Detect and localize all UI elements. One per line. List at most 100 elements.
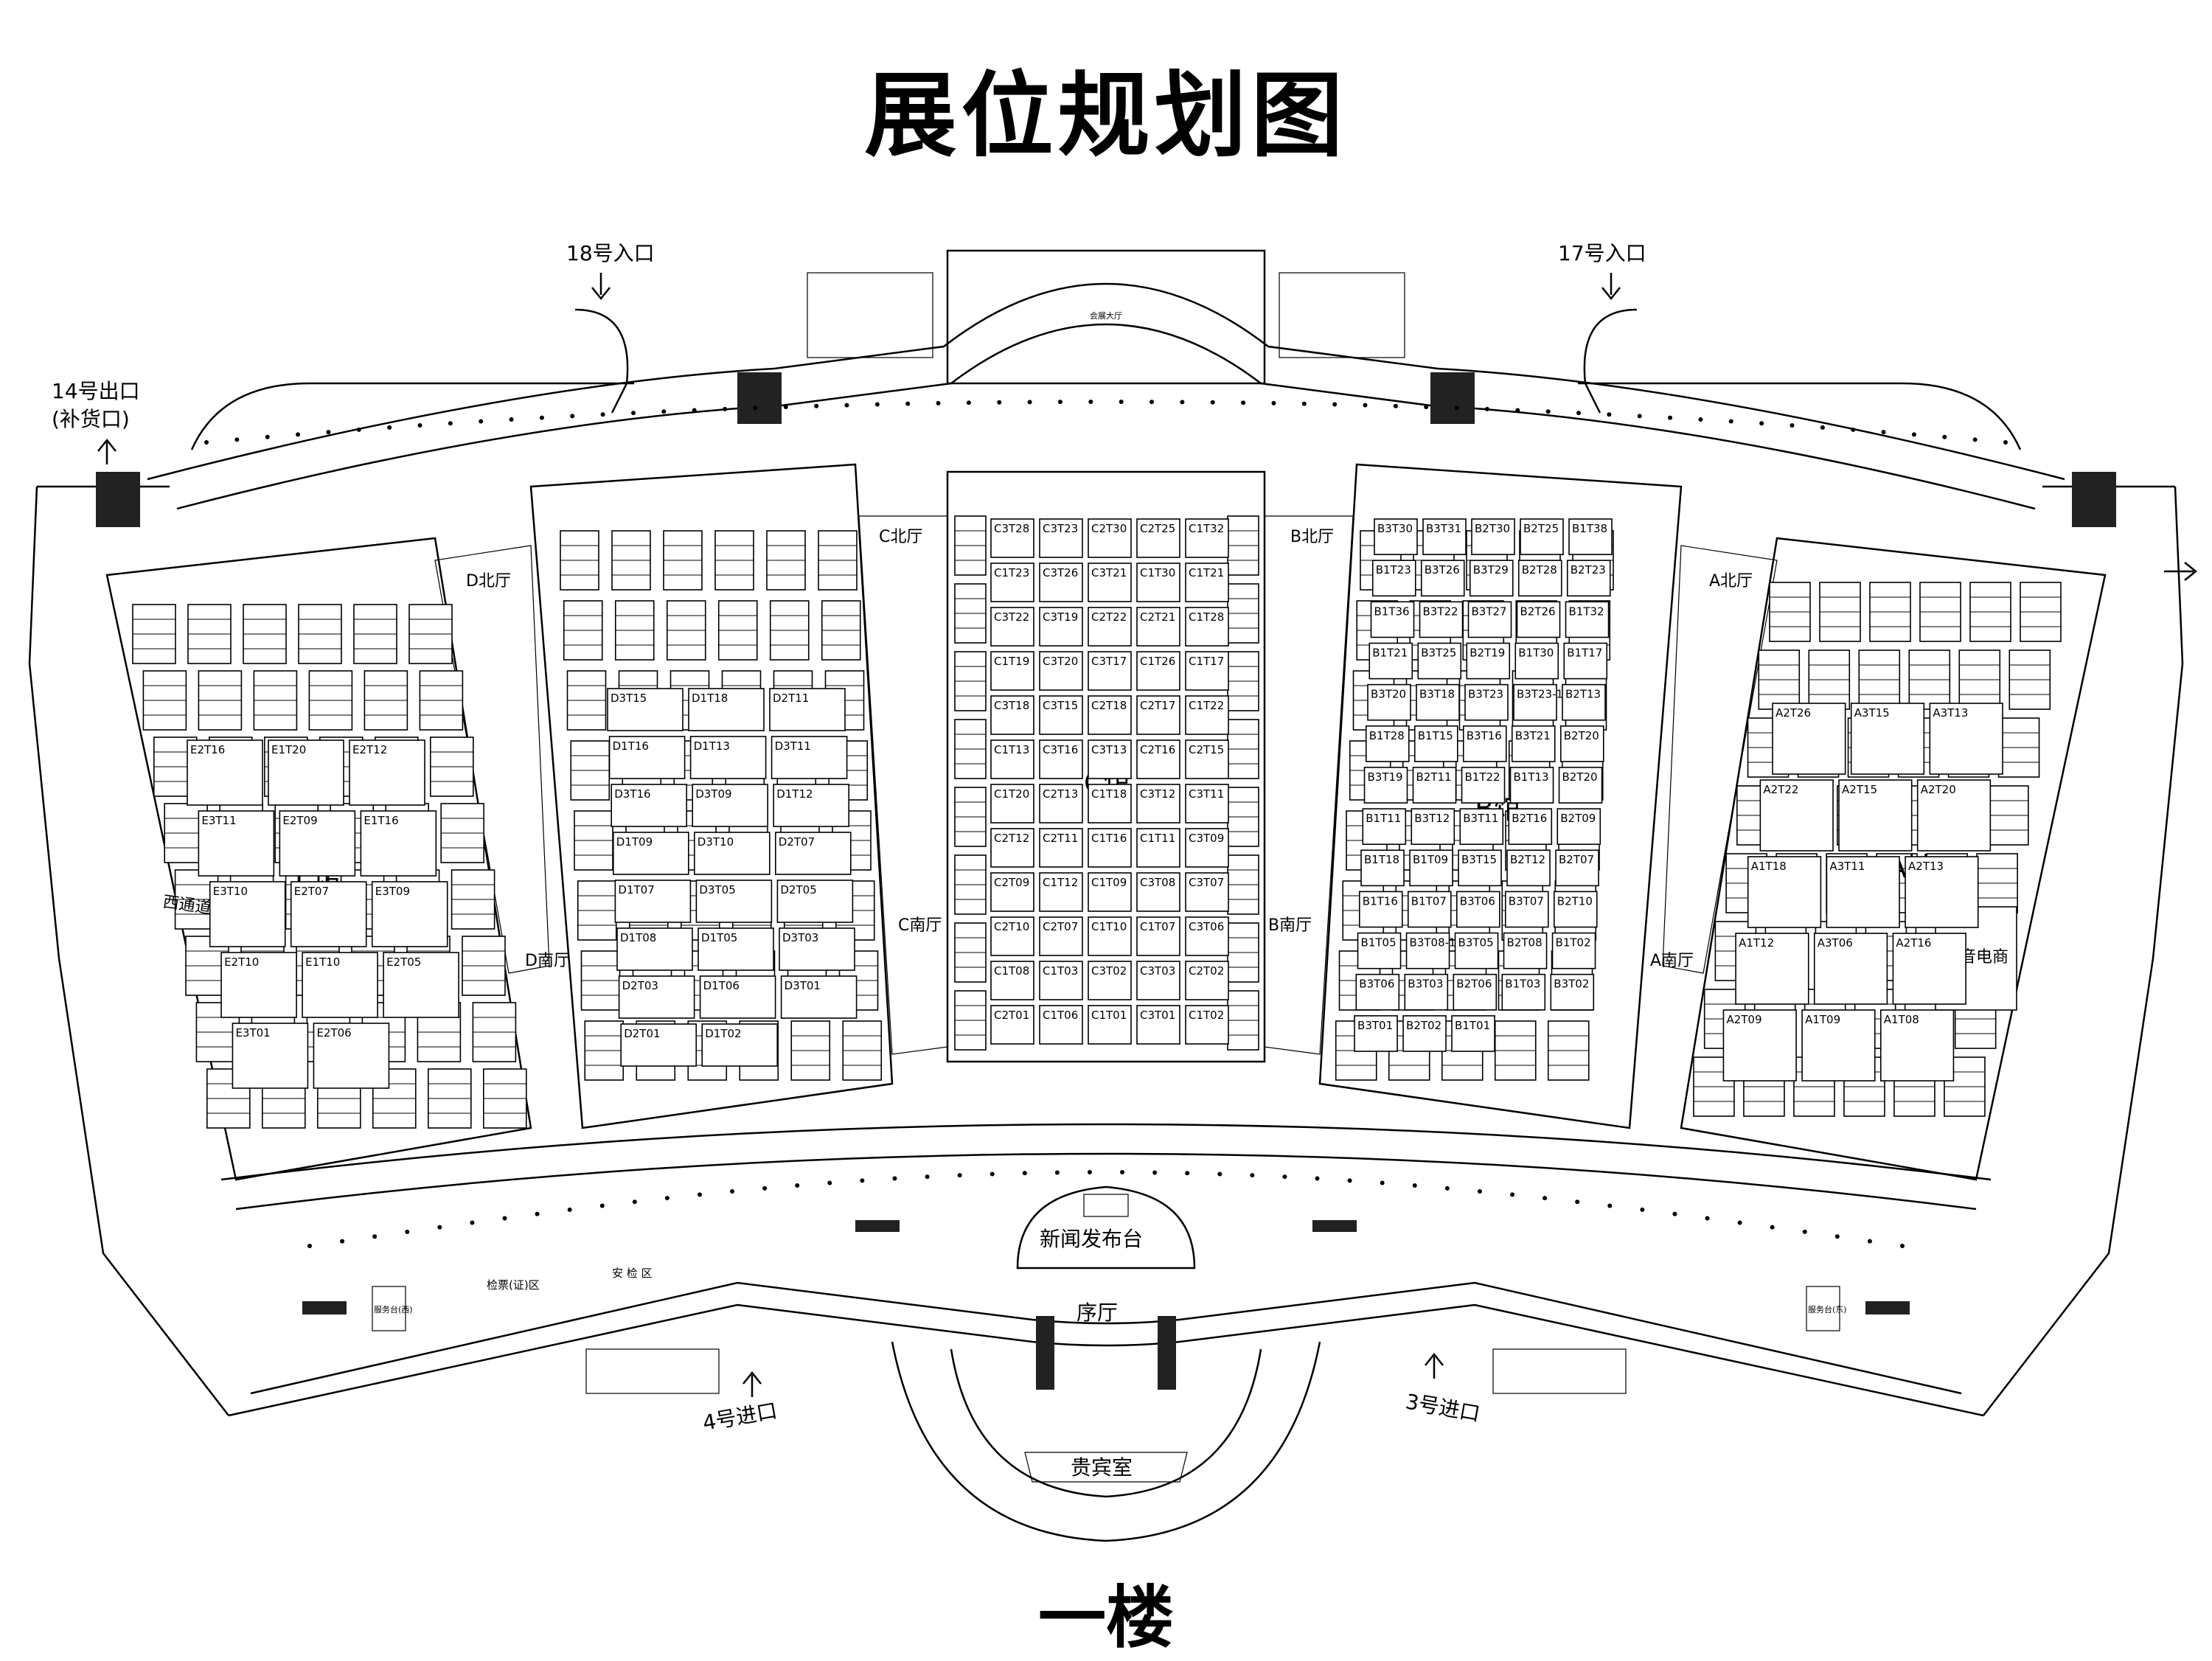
- column-dot: [1217, 1171, 1222, 1177]
- labelled-booth: [695, 880, 773, 923]
- labelled-booth: [1039, 916, 1083, 956]
- column-dot: [1834, 1234, 1840, 1239]
- column-dot: [307, 1244, 312, 1248]
- labelled-booth: [1565, 601, 1610, 638]
- booth-label: C1T06: [1043, 1009, 1078, 1022]
- booth-label: C2T21: [1140, 610, 1175, 624]
- booth-label: B3T25: [1421, 646, 1456, 659]
- column-dot: [1301, 401, 1307, 406]
- booth-label: B2T08: [1507, 936, 1543, 950]
- booth-label: B2T10: [1557, 894, 1593, 908]
- labelled-booth: [1185, 1005, 1229, 1045]
- labelled-booth: [1185, 563, 1229, 602]
- column-dot: [1088, 400, 1093, 405]
- vip-room: 贵宾室: [1071, 1455, 1133, 1480]
- labelled-booth: [1136, 872, 1180, 912]
- column-dot: [405, 1229, 410, 1234]
- column-dot: [1363, 403, 1368, 408]
- booth-label: B1T16: [1363, 894, 1398, 908]
- labelled-booth: [1562, 683, 1606, 721]
- booth-label: B3T01: [1357, 1019, 1393, 1032]
- labelled-booth: [1136, 651, 1180, 691]
- column-dot: [664, 1196, 669, 1201]
- booth-label: A1T09: [1805, 1013, 1840, 1026]
- column-dot: [762, 1185, 768, 1191]
- booth-label: C2T11: [1043, 832, 1078, 845]
- labelled-booth: [990, 518, 1034, 558]
- entrance-18: 18号入口: [566, 241, 655, 265]
- foyer: 新闻发布台 序厅 贵宾室 安 检 区 检票(证)区 服务台(西) 服务台(东) …: [374, 310, 1847, 1480]
- column-dot: [1271, 400, 1276, 405]
- labelled-booth: [1916, 779, 1992, 852]
- column-dot: [661, 409, 667, 414]
- booth-label: A2T09: [1726, 1013, 1761, 1026]
- column-dot: [1770, 1225, 1775, 1230]
- booth-label: C2T15: [1189, 743, 1224, 756]
- booth-label: A2T22: [1763, 783, 1798, 796]
- labelled-booth: [1136, 739, 1180, 779]
- booth-label: B1T32: [1569, 605, 1604, 618]
- booth-label: C3T13: [1091, 743, 1127, 756]
- hall-D-outline: [529, 463, 894, 1129]
- labelled-booth: [990, 872, 1034, 912]
- booth-label: E2T05: [386, 955, 421, 969]
- booth-label: D1T05: [701, 931, 737, 944]
- labelled-booth: [1558, 767, 1603, 804]
- labelled-booth: [1088, 739, 1132, 779]
- booth-label: B3T23-1: [1517, 688, 1563, 701]
- labelled-booth: [1136, 518, 1180, 558]
- labelled-booth: [1088, 784, 1132, 823]
- booth-label: B2T09: [1560, 812, 1596, 825]
- labelled-booth: [1039, 784, 1083, 823]
- labelled-booth: [1417, 642, 1462, 680]
- labelled-booth: [1464, 683, 1509, 721]
- entrances: 18号入口 17号入口 14号出口 (补货口) 4号进口 3号进口: [52, 241, 2198, 1435]
- booth-label: C1T11: [1140, 832, 1175, 845]
- column-dot: [1380, 1180, 1385, 1185]
- column-dot: [372, 1234, 378, 1239]
- exit-14: 14号出口: [52, 379, 140, 403]
- column-dot: [417, 422, 422, 428]
- column-dot: [1027, 400, 1032, 405]
- arrow-up-icon: [1425, 1352, 1444, 1379]
- column-dot: [502, 1216, 507, 1221]
- booth-label: E1T10: [305, 955, 340, 969]
- booth-label: B3T06: [1359, 978, 1394, 991]
- booth-label: B3T27: [1472, 605, 1507, 618]
- booth-label: E3T09: [375, 885, 410, 898]
- column-dot: [723, 406, 728, 411]
- booth-label: E2T09: [282, 814, 317, 827]
- booth-label: E2T16: [190, 743, 225, 756]
- labelled-booth: [290, 881, 367, 947]
- booth-label: A3T15: [1854, 706, 1890, 720]
- hall-C-north: C北厅: [879, 528, 922, 546]
- column-dot: [1515, 408, 1520, 413]
- labelled-booth: [1504, 891, 1549, 928]
- column-dot: [860, 1178, 865, 1183]
- lobby-label: 序厅: [1077, 1300, 1118, 1325]
- column-dot: [1728, 419, 1733, 424]
- column-dot: [1545, 409, 1551, 414]
- column-dot: [1802, 1229, 1807, 1234]
- booth-label: C1T03: [1043, 964, 1078, 978]
- column-dot: [632, 1199, 637, 1205]
- labelled-booth: [1467, 601, 1512, 638]
- booth-label: B2T07: [1559, 853, 1594, 866]
- column-dot: [827, 1180, 832, 1185]
- column-dot: [1152, 1170, 1158, 1175]
- booth-label: B2T11: [1416, 770, 1452, 784]
- labelled-booth: [1185, 828, 1229, 868]
- press-stage: 新闻发布台: [1040, 1227, 1143, 1251]
- booth-label: A2T20: [1921, 783, 1956, 796]
- labelled-booth: [1088, 916, 1132, 956]
- hall-B-outline: [1318, 463, 1683, 1129]
- labelled-booth: [1185, 916, 1229, 956]
- labelled-booth: [1458, 849, 1502, 887]
- booth-label: B1T28: [1369, 729, 1405, 742]
- labelled-booth: [1461, 767, 1506, 804]
- column-dot: [387, 425, 392, 430]
- booth-label: A2T13: [1908, 860, 1944, 873]
- labelled-booth: [1553, 891, 1598, 928]
- booth-label: C1T17: [1189, 655, 1224, 668]
- column-dot: [600, 412, 605, 417]
